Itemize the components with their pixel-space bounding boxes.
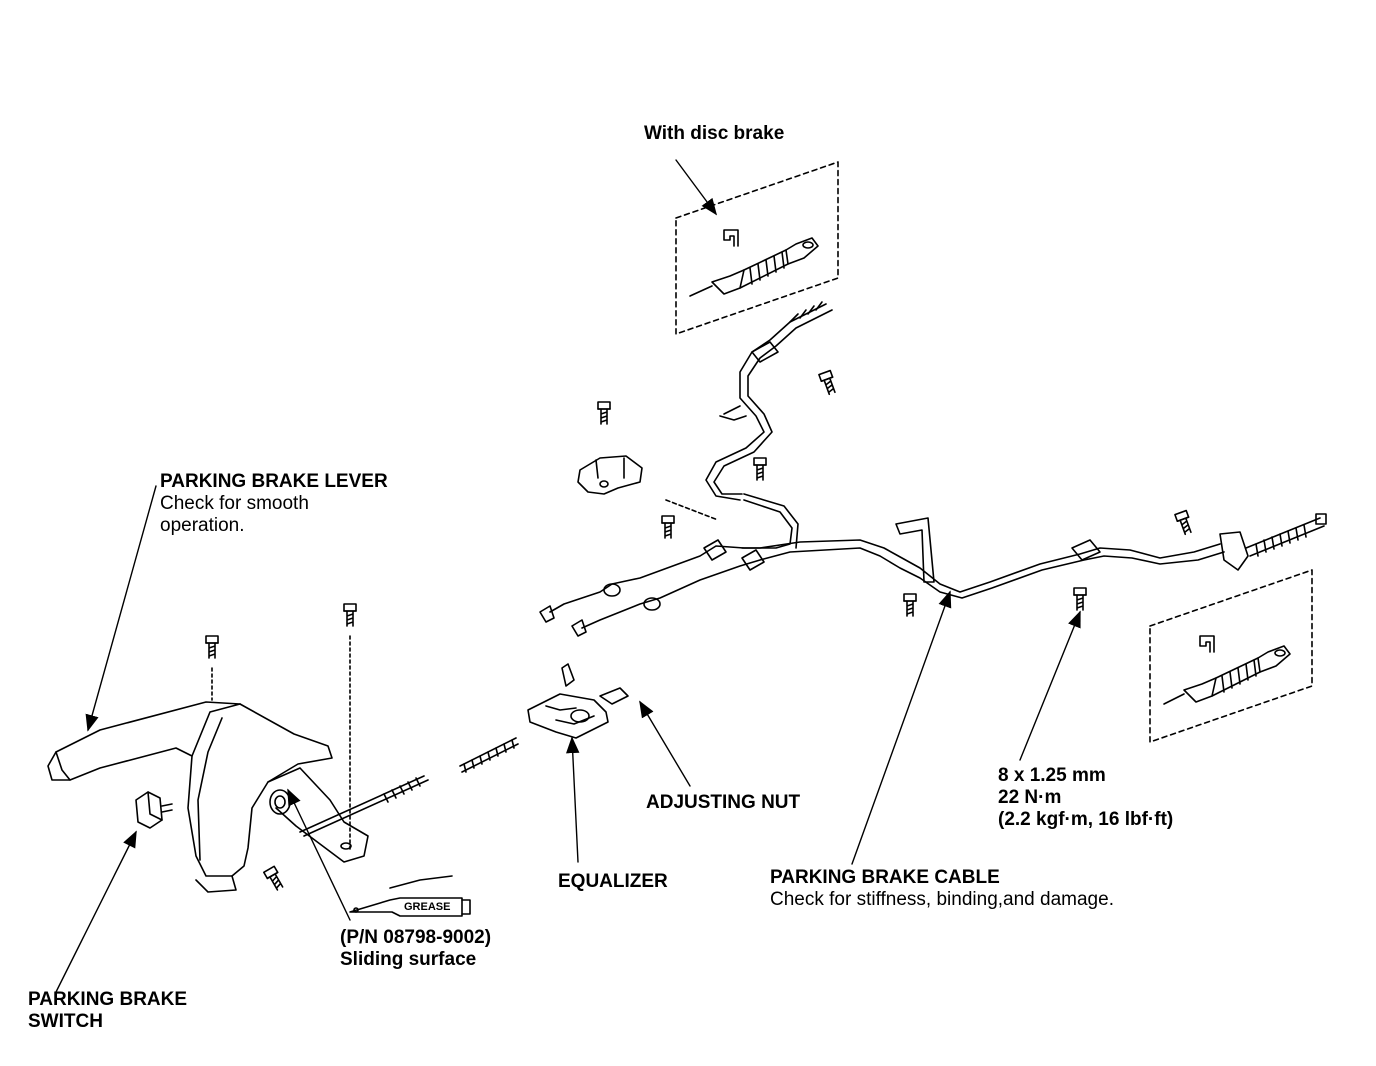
- label-parking-brake-switch: PARKING BRAKE SWITCH: [28, 989, 187, 1033]
- lever-note-line-2: operation.: [160, 515, 245, 536]
- label-equalizer: EQUALIZER: [558, 871, 668, 892]
- torque-nm: 22 N·m: [998, 787, 1062, 808]
- cable-left-upper: [705, 301, 839, 549]
- cable-title: PARKING BRAKE CABLE: [770, 867, 1000, 888]
- lever-title: PARKING BRAKE LEVER: [160, 471, 388, 492]
- torque-thread-size: 8 x 1.25 mm: [998, 765, 1106, 786]
- switch-line-1: PARKING BRAKE: [28, 989, 188, 1010]
- lever-rod: [299, 775, 429, 837]
- label-with-disc-brake: With disc brake: [644, 123, 785, 144]
- label-grease: (P/N 08798-9002) Sliding surface: [340, 927, 491, 971]
- grease-tube-icon: [349, 875, 471, 917]
- cable-bracket-left: [577, 401, 719, 539]
- label-parking-brake-lever: PARKING BRAKE LEVER Check for smooth ope…: [160, 471, 388, 537]
- parking-brake-lever-part: [47, 603, 369, 893]
- equalizer-part: [459, 663, 629, 773]
- grease-part-number: (P/N 08798-9002): [340, 927, 492, 948]
- grease-sliding-surface: Sliding surface: [340, 949, 477, 970]
- label-torque-spec: 8 x 1.25 mm 22 N·m (2.2 kgf·m, 16 lbf·ft…: [998, 765, 1173, 831]
- label-adjusting-nut: ADJUSTING NUT: [646, 792, 801, 813]
- label-parking-brake-cable: PARKING BRAKE CABLE Check for stiffness,…: [770, 867, 1114, 911]
- leader-arrows: [55, 159, 1081, 993]
- switch-line-2: SWITCH: [28, 1011, 103, 1032]
- cable-front-pair: [539, 509, 1327, 637]
- disc-brake-detail-top: [675, 161, 839, 335]
- cable-note: Check for stiffness, binding,and damage.: [770, 889, 1114, 910]
- lever-note-line-1: Check for smooth: [160, 493, 309, 514]
- grease-tag: GREASE: [404, 901, 451, 913]
- disc-brake-detail-right: [1149, 569, 1313, 743]
- torque-kgf-lbf: (2.2 kgf·m, 16 lbf·ft): [998, 809, 1174, 830]
- parking-brake-switch-part: [135, 791, 173, 829]
